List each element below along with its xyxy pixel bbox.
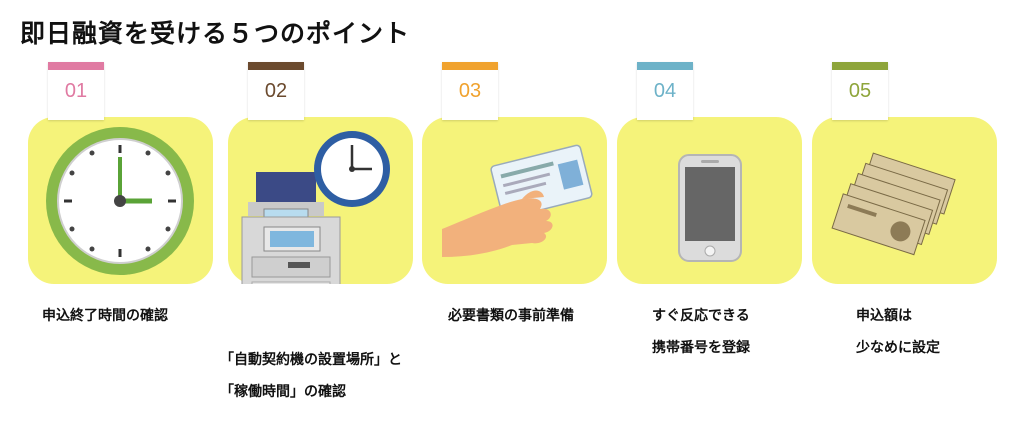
- tab-color-strip: [832, 62, 888, 70]
- point-card-3: 03: [422, 62, 607, 284]
- point-caption-2: 「自動契約機の設置場所」と 「稼働時間」の確認: [220, 344, 402, 408]
- point-number-tab-3: 03: [442, 62, 498, 120]
- caption-line: 携帯番号を登録: [652, 340, 750, 356]
- tab-color-strip: [637, 62, 693, 70]
- point-number: 05: [848, 80, 872, 102]
- point-tile-4: [617, 117, 802, 284]
- tab-color-strip: [442, 62, 498, 70]
- point-number: 03: [458, 80, 482, 102]
- point-caption-1: 申込終了時間の確認: [42, 300, 168, 332]
- hand-holding-card-icon: [442, 144, 593, 257]
- point-caption-4: すぐ反応できる 携帯番号を登録: [652, 300, 750, 364]
- point-card-2: 02: [228, 62, 413, 284]
- point-card-4: 04: [617, 62, 802, 284]
- point-card-1: 01: [28, 62, 213, 284]
- point-number: 04: [653, 80, 677, 102]
- point-tile-5: [812, 117, 997, 284]
- caption-line: 「自動契約機の設置場所」と: [220, 352, 402, 368]
- tab-color-strip: [248, 62, 304, 70]
- caption-line: 申込額は: [856, 308, 912, 324]
- banknotes-icon: [831, 152, 956, 256]
- point-number-tab-4: 04: [637, 62, 693, 120]
- caption-line: 少なめに設定: [856, 340, 940, 356]
- point-number: 01: [64, 80, 88, 102]
- point-card-5: 05: [812, 62, 997, 284]
- point-tile-3: [422, 117, 607, 284]
- point-caption-3: 必要書類の事前準備: [448, 300, 574, 332]
- point-tile-1: [28, 117, 213, 284]
- caption-line: 「稼働時間」の確認: [220, 384, 346, 400]
- caption-line: 申込終了時間の確認: [42, 308, 168, 324]
- caption-line: 必要書類の事前準備: [448, 308, 574, 324]
- point-number-tab-2: 02: [248, 62, 304, 120]
- smartphone-icon: [678, 154, 742, 262]
- point-number-tab-1: 01: [48, 62, 104, 120]
- clock-icon: [46, 127, 194, 275]
- atm-machine-icon: [241, 131, 390, 284]
- caption-line: すぐ反応できる: [652, 308, 750, 324]
- point-tile-2: [228, 117, 413, 284]
- point-number-tab-5: 05: [832, 62, 888, 120]
- point-caption-5: 申込額は 少なめに設定: [856, 300, 940, 364]
- page-title: 即日融資を受ける５つのポイント: [20, 19, 411, 48]
- tab-color-strip: [48, 62, 104, 70]
- point-number: 02: [264, 80, 288, 102]
